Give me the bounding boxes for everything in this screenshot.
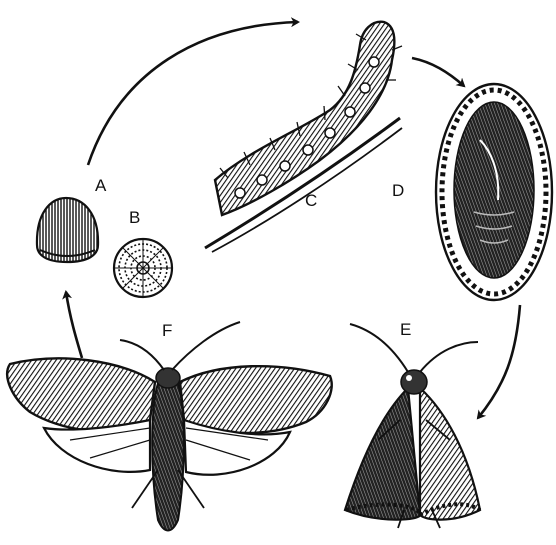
arrow-egg-to-larva [88, 22, 298, 165]
egg-side-view-illustration [37, 198, 98, 262]
label-c: C [305, 192, 317, 209]
pupa-illustration [436, 84, 552, 300]
arrow-pupa-to-adult [478, 305, 520, 418]
label-b: B [129, 209, 140, 226]
adult-moth-resting-illustration [345, 324, 480, 528]
egg-top-view-illustration [114, 239, 172, 297]
label-f: F [162, 322, 172, 339]
label-d: D [392, 182, 404, 199]
adult-moth-spread-illustration [7, 322, 332, 531]
arrow-adult-to-egg [66, 292, 82, 358]
arrow-larva-to-pupa [412, 58, 464, 86]
caterpillar-illustration [205, 22, 402, 252]
label-e: E [400, 321, 411, 338]
label-a: A [95, 177, 106, 194]
